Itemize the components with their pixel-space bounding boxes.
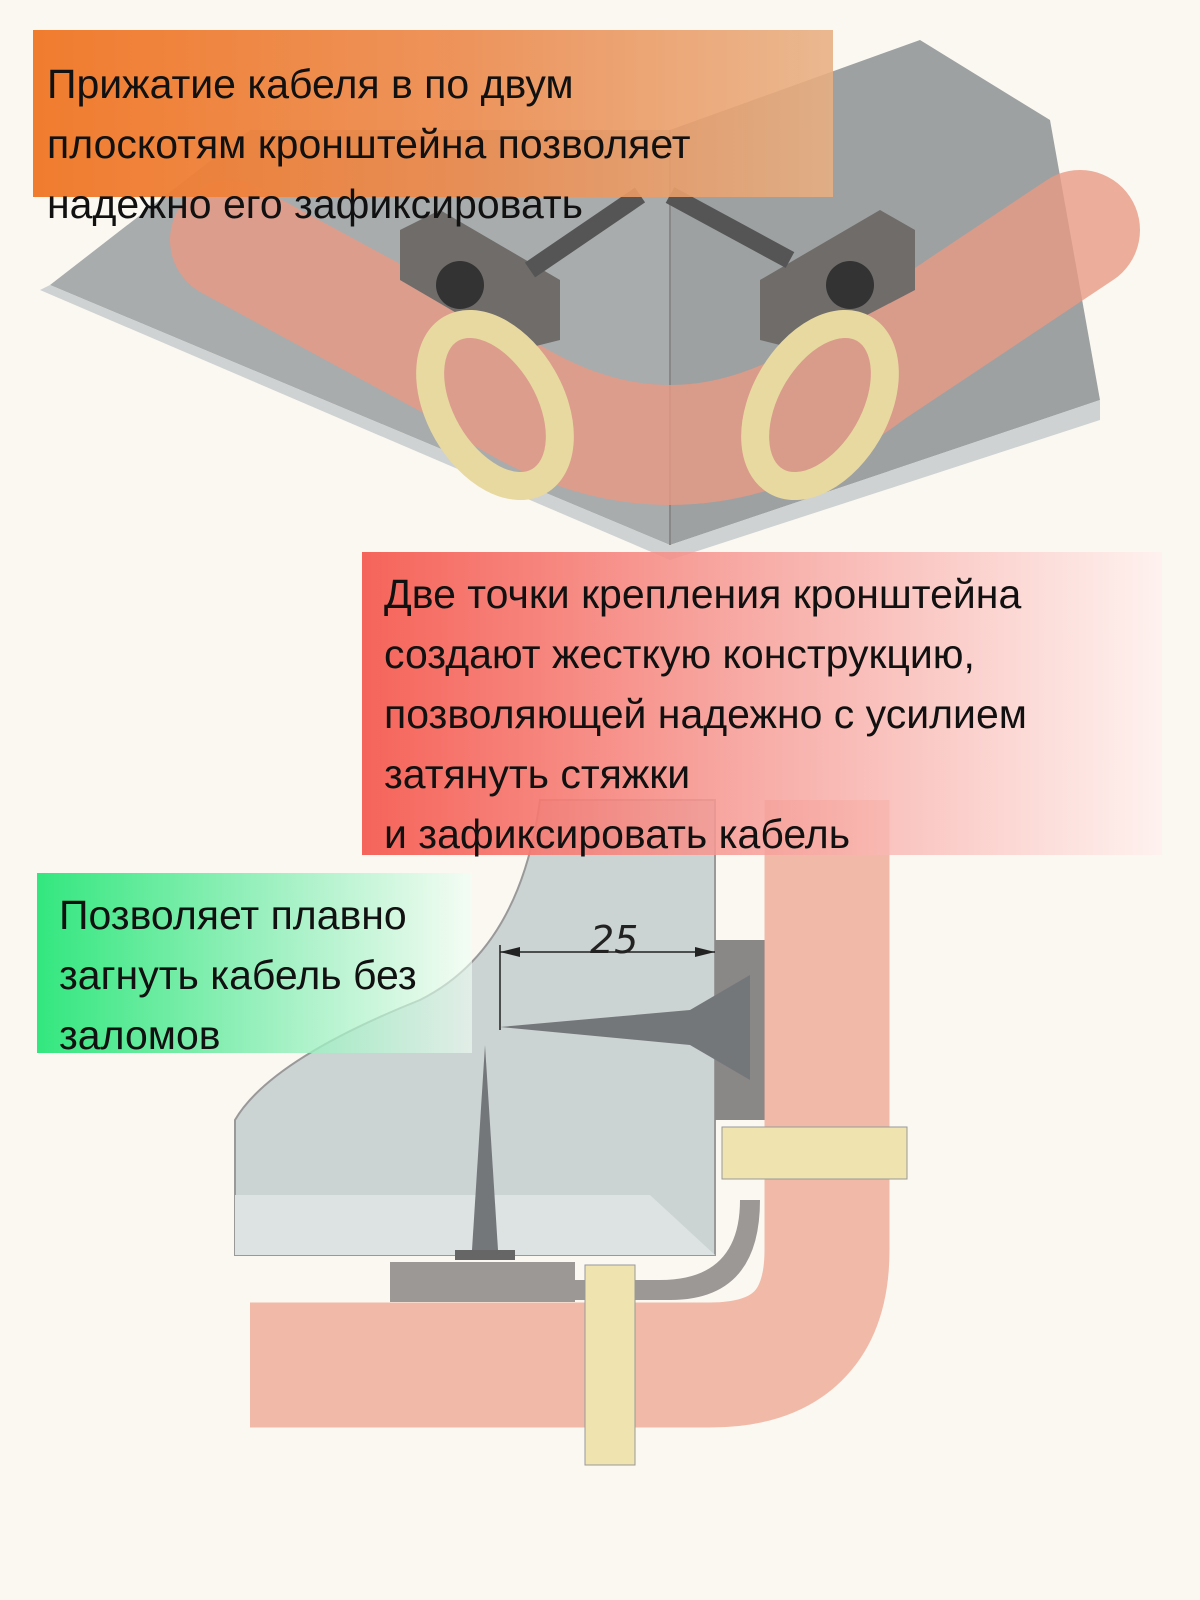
callout-cable-pressing: Прижатие кабеля в по двум плоскотям крон… xyxy=(33,30,833,227)
callout-line: надежно его зафиксировать xyxy=(47,181,584,227)
callout-two-mount-points: Две точки крепления кронштейна создают ж… xyxy=(362,552,1162,857)
screw-horizontal xyxy=(500,975,750,1080)
section-render xyxy=(234,799,908,1466)
clamp-horizontal xyxy=(584,1264,636,1466)
callout-smooth-bend: Позволяет плавно загнуть кабель без зало… xyxy=(37,873,472,1058)
callout-line: заломов xyxy=(59,1012,221,1058)
screw-vertical xyxy=(472,1045,498,1250)
screw-top-left xyxy=(524,187,646,278)
callout-line: плоскотям кронштейна позволяет xyxy=(47,121,691,167)
callout-line: и зафиксировать кабель xyxy=(384,811,851,857)
cable-top xyxy=(170,170,1140,505)
top-render xyxy=(40,40,1140,560)
callout-line: создают жесткую конструкцию, xyxy=(384,631,975,677)
callout-line: Две точки крепления кронштейна xyxy=(384,571,1022,617)
clamp-right xyxy=(741,309,899,501)
callout-line: затянуть стяжки xyxy=(384,751,691,797)
callout-line: Прижатие кабеля в по двум xyxy=(47,61,574,107)
callout-line: загнуть кабель без xyxy=(59,952,417,998)
callout-line: позволяющей надежно с усилием xyxy=(384,691,1027,737)
clamp-vertical xyxy=(721,1126,908,1180)
callout-line: Позволяет плавно xyxy=(59,892,407,938)
screw-top-right xyxy=(665,187,795,268)
clamp-left xyxy=(416,309,574,501)
wall-lower xyxy=(40,285,1100,560)
cable-section xyxy=(250,800,890,1428)
dimension-label: 25 xyxy=(590,918,639,962)
